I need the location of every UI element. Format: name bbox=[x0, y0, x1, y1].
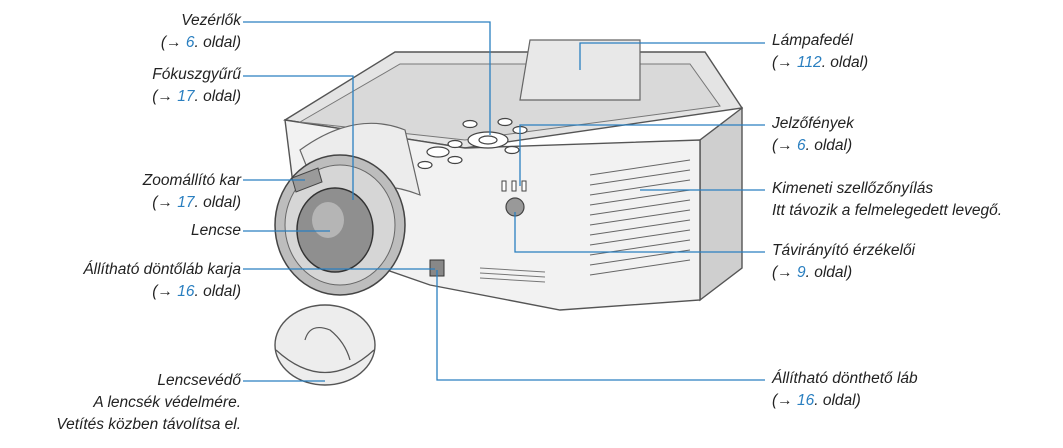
focus-ring-page-link[interactable]: 17 bbox=[177, 88, 195, 105]
tilt-foot-page-link[interactable]: 16 bbox=[796, 392, 815, 409]
controls-title: Vezérlők bbox=[181, 12, 241, 29]
lens-title: Lencse bbox=[191, 222, 241, 239]
exhaust-vent-line2: Itt távozik a felmelegedett levegő. bbox=[772, 202, 1003, 219]
callout-lens-cap: Lencsevédő A lencsék védelmére. Vetítés … bbox=[56, 370, 241, 436]
callout-controls: Vezérlők (→ 6. oldal) bbox=[160, 12, 241, 51]
controls-page-link[interactable]: 6 bbox=[185, 34, 195, 51]
callout-zoom-lever: Zoomállító kar (→ 17. oldal) bbox=[142, 172, 241, 211]
lens-cap-title: Lencsevédő bbox=[157, 372, 241, 389]
tilt-foot-lever-title: Állítható döntőláb karja bbox=[83, 261, 241, 278]
indicators-title: Jelzőfények bbox=[772, 115, 854, 132]
callout-remote-sensor: Távirányító érzékelői (→ 9. oldal) bbox=[772, 242, 916, 281]
control-buttons bbox=[417, 117, 528, 170]
tilt-foot-lever-page-link[interactable]: 16 bbox=[177, 283, 195, 300]
exhaust-vent-title: Kimeneti szellőzőnyílás bbox=[772, 180, 934, 197]
callout-line-remote-sensor bbox=[514, 212, 765, 253]
callout-line-tilt-foot bbox=[436, 270, 765, 381]
indicator-lights bbox=[501, 180, 527, 192]
callout-lines bbox=[243, 21, 765, 382]
lens-cap-line2: A lencsék védelmére. bbox=[93, 394, 241, 411]
callout-exhaust-vent: Kimeneti szellőzőnyílás Itt távozik a fe… bbox=[772, 178, 1002, 222]
callout-lens: Lencse bbox=[191, 220, 241, 242]
tilt-foot-title: Állítható dönthető láb bbox=[772, 370, 918, 387]
callout-tilt-foot: Állítható dönthető láb (→ 16. oldal) bbox=[772, 370, 918, 409]
zoom-lever-title: Zoomállító kar bbox=[142, 172, 241, 189]
callout-line-indicators bbox=[519, 124, 765, 186]
remote-sensor-title: Távirányító érzékelői bbox=[772, 242, 916, 259]
callout-indicators: Jelzőfények (→ 6. oldal) bbox=[772, 115, 854, 154]
callout-line-lamp-cover bbox=[579, 42, 765, 70]
lens-cap-line3: Vetítés közben távolítsa el. bbox=[56, 416, 241, 433]
lamp-cover-page-link[interactable]: 112 bbox=[796, 54, 822, 71]
remote-sensor-page-link[interactable]: 9 bbox=[796, 264, 806, 281]
focus-ring-title: Fókuszgyűrű bbox=[152, 66, 241, 83]
callout-line-controls bbox=[243, 21, 491, 135]
callout-line-focus-ring bbox=[243, 75, 354, 200]
callout-focus-ring: Fókuszgyűrű (→ 17. oldal) bbox=[152, 66, 241, 105]
callout-lamp-cover: Lámpafedél (→ 112. oldal) bbox=[772, 32, 869, 71]
lamp-cover-title: Lámpafedél bbox=[772, 32, 854, 49]
lens-cap-illustration bbox=[274, 304, 376, 386]
projector-illustration bbox=[274, 39, 744, 311]
indicators-page-link[interactable]: 6 bbox=[796, 137, 806, 154]
zoom-lever-page-link[interactable]: 17 bbox=[177, 194, 195, 211]
callout-tilt-foot-lever: Állítható döntőláb karja (→ 16. oldal) bbox=[83, 261, 241, 300]
zoom-lever-shape bbox=[291, 167, 323, 193]
